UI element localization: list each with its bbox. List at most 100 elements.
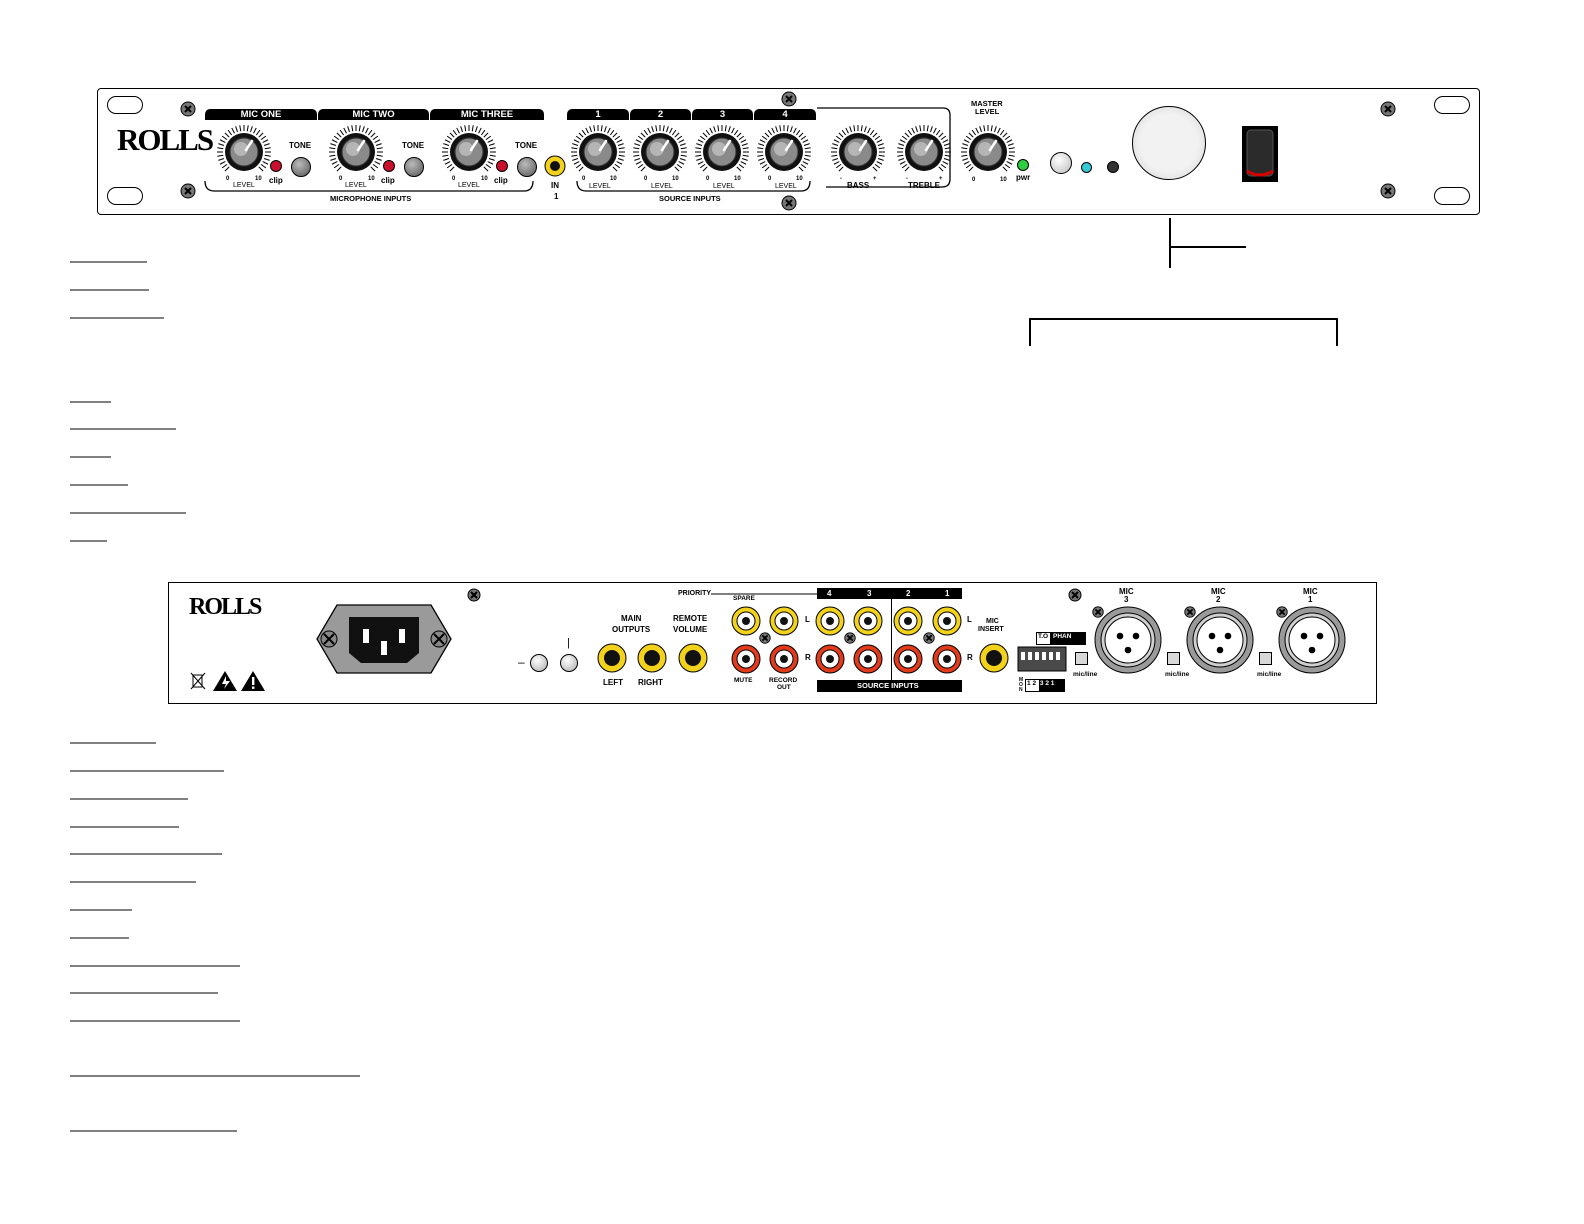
master-label: MASTER <box>971 99 1003 108</box>
mic-insert-jack[interactable] <box>979 643 1009 673</box>
callout-bracket <box>1029 318 1338 346</box>
screw-icon <box>1184 606 1196 618</box>
source-number-3: 3 <box>867 589 872 598</box>
tone-max-label: + <box>939 176 943 182</box>
push-button[interactable] <box>1050 152 1072 174</box>
status-led <box>1081 162 1092 173</box>
spare-label: SPARE <box>733 595 755 602</box>
priority-label: PRIORITY <box>678 590 712 597</box>
source-1-l-jack[interactable] <box>932 606 962 636</box>
source-2-header: 2 <box>630 109 691 120</box>
treble-knob[interactable] <box>896 124 952 180</box>
mic-3-number: 3 <box>1124 595 1129 604</box>
dip-num: 2 <box>1045 680 1049 687</box>
r-label: R <box>967 653 973 662</box>
in-jack[interactable] <box>544 155 566 177</box>
main-output-left-jack[interactable] <box>597 643 627 673</box>
source-4-r-jack[interactable] <box>815 644 845 674</box>
scale-min-label: 0 <box>768 176 772 182</box>
source-2-level-knob[interactable] <box>632 124 688 180</box>
dip-mon-label: MON <box>1019 677 1024 693</box>
scale-max-label: 10 <box>368 176 375 182</box>
minus-label: – <box>518 655 525 669</box>
source-3-level-knob[interactable] <box>694 124 750 180</box>
mic-one-tone-knob[interactable] <box>291 157 311 177</box>
scale-max-label: 10 <box>481 176 488 182</box>
mic-1-mic-line-switch[interactable] <box>1259 652 1272 665</box>
source-2-r-jack[interactable] <box>893 644 923 674</box>
dip-footer-bg <box>1039 679 1064 692</box>
mic-three-level-knob[interactable] <box>441 124 497 180</box>
rack-slot <box>1434 187 1470 205</box>
mic-2-number: 2 <box>1216 595 1221 604</box>
source-4-level-knob[interactable] <box>756 124 812 180</box>
screw-icon <box>1380 183 1396 199</box>
source-1-level-knob[interactable] <box>570 124 626 180</box>
master-label: LEVEL <box>975 107 1000 116</box>
rolls-logo: ROLLS <box>117 122 214 157</box>
mic-2-mic-line-switch[interactable] <box>1167 652 1180 665</box>
l-label: L <box>967 615 972 624</box>
tone-label: TONE <box>289 141 312 150</box>
screw-icon <box>844 632 856 644</box>
source-4-header: 4 <box>754 109 816 120</box>
source-3-header: 3 <box>692 109 753 120</box>
power-led <box>1017 159 1029 171</box>
main-output-right-jack[interactable] <box>637 643 667 673</box>
warning-icons <box>190 671 265 691</box>
source-3-r-jack[interactable] <box>853 644 883 674</box>
mic-3-xlr-input[interactable] <box>1094 606 1162 674</box>
source-2-l-jack[interactable] <box>893 606 923 636</box>
screw-icon <box>180 183 196 199</box>
dip-phan-label: PHAN <box>1053 633 1072 640</box>
mic-1-xlr-input[interactable] <box>1278 606 1346 674</box>
dip-to-label: T.O <box>1038 633 1049 640</box>
level-label: LEVEL <box>589 183 611 190</box>
spare-l-jack[interactable] <box>731 606 761 636</box>
bass-knob[interactable] <box>830 124 886 180</box>
mic-two-clip-led <box>383 160 395 172</box>
record-out-jack[interactable] <box>769 644 799 674</box>
level-label: LEVEL <box>651 183 673 190</box>
source-1-r-jack[interactable] <box>932 644 962 674</box>
scale-min-label: 0 <box>582 176 586 182</box>
mic-one-level-knob[interactable] <box>216 124 272 180</box>
record-out-label: RECORD <box>769 677 798 684</box>
dip-switch-bank[interactable] <box>1017 646 1067 672</box>
mic-two-header: MIC TWO <box>318 109 429 120</box>
remote-minus-terminal[interactable] <box>530 654 548 672</box>
rolls-logo: ROLLS <box>189 594 262 620</box>
spare-r-jack[interactable] <box>769 606 799 636</box>
mic-two-level-knob[interactable] <box>328 124 384 180</box>
rack-slot <box>107 187 143 205</box>
iec-power-inlet[interactable] <box>315 603 453 675</box>
screw-icon <box>180 101 196 117</box>
source-3-l-jack[interactable] <box>853 606 883 636</box>
mic-line-label: mic/line <box>1165 671 1190 678</box>
power-rocker-switch[interactable] <box>1241 125 1279 183</box>
screw-icon <box>1092 606 1104 618</box>
level-label: LEVEL <box>233 182 255 189</box>
mic-section-bracket <box>204 180 534 192</box>
mic-3-mic-line-switch[interactable] <box>1075 652 1088 665</box>
weee-bin-icon <box>190 672 206 690</box>
remote-volume-jack[interactable] <box>678 643 708 673</box>
remote-plus-terminal[interactable] <box>560 654 578 672</box>
status-led <box>1107 161 1119 173</box>
large-control-knob[interactable] <box>1132 106 1206 180</box>
mic-three-tone-knob[interactable] <box>517 157 537 177</box>
mic-two-tone-knob[interactable] <box>404 157 424 177</box>
scale-max-label: 10 <box>734 176 741 182</box>
source-4-l-jack[interactable] <box>815 606 845 636</box>
screw-icon <box>759 632 771 644</box>
mic-3-label: MIC <box>1119 587 1134 596</box>
clip-label: clip <box>494 176 508 185</box>
master-level-knob[interactable] <box>960 124 1016 180</box>
record-out-label: OUT <box>777 684 791 691</box>
source-number-2: 2 <box>906 589 911 598</box>
mute-jack[interactable] <box>731 644 761 674</box>
clip-label: clip <box>381 176 395 185</box>
mic-three-clip-led <box>496 160 508 172</box>
mic-2-xlr-input[interactable] <box>1186 606 1254 674</box>
mic-2-label: MIC <box>1211 587 1226 596</box>
